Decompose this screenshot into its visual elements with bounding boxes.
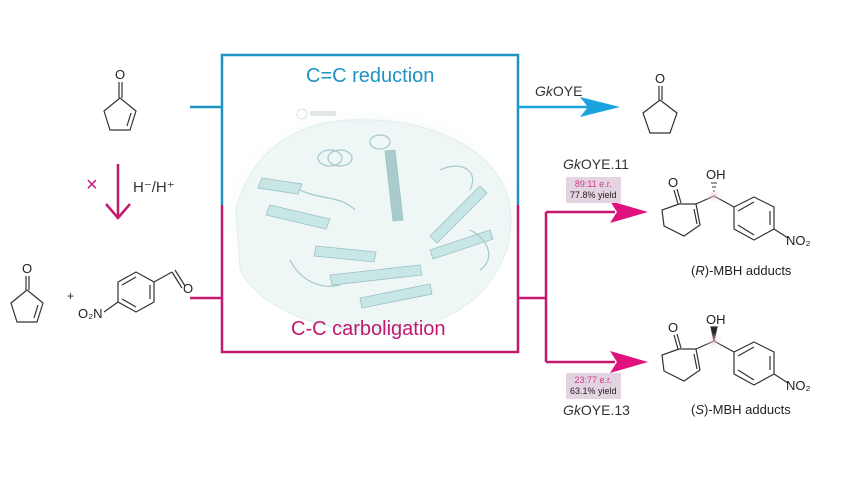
r-atom-oh: OH: [706, 167, 726, 182]
reduction-title: C=C reduction: [306, 65, 435, 87]
reduction-arrow: [518, 97, 620, 117]
nitro-label-aldehyde: O₂N: [78, 306, 103, 321]
stereocenter-highlight-s: [705, 332, 723, 350]
plus-sign: +: [67, 289, 75, 303]
r-nitro-label: NO₂: [786, 233, 811, 248]
cyclopentenone-top: [103, 82, 137, 131]
r-er-value: 89:11 e.r.: [574, 179, 612, 189]
r-atom-o: O: [668, 175, 679, 190]
blocked-hydride-arrow: [105, 164, 131, 220]
r-adduct-label: (R)-MBH adducts: [691, 263, 792, 278]
pathway-box: [190, 53, 520, 354]
cyclopentenone-bottom: [10, 276, 44, 323]
atom-o-cyclopentanone: O: [655, 71, 666, 86]
s-atom-o: O: [668, 320, 679, 335]
arrowhead-s: [610, 351, 648, 373]
cyclopentanone: [642, 86, 678, 134]
nitrobenzaldehyde: [103, 269, 186, 313]
hydride-label: H⁻/H⁺: [133, 179, 175, 196]
r-result-badge: 89:11 e.r. 77.8% yield: [566, 177, 621, 203]
s-atom-oh: OH: [706, 312, 726, 327]
enzyme-label-gkoye11: GkOYE.11: [563, 156, 629, 172]
atom-o-top-reactant: O: [115, 67, 126, 82]
cross-icon: ×: [86, 174, 98, 196]
carboligation-branch-arrows: [518, 201, 648, 373]
watermark-logo: [296, 108, 336, 120]
s-adduct-label: (S)-MBH adducts: [691, 402, 791, 417]
atom-o-aldehyde: O: [183, 281, 194, 296]
stereocenter-highlight-r: [705, 187, 723, 205]
r-yield-value: 77.8% yield: [570, 190, 617, 200]
s-result-badge: 23:77 e.r. 63.1% yield: [566, 373, 621, 399]
carboligation-title: C-C carboligation: [291, 318, 446, 340]
s-nitro-label: NO₂: [786, 378, 811, 393]
protein-structure-image: [222, 106, 522, 332]
s-adduct-structure: [661, 326, 789, 386]
s-yield-value: 63.1% yield: [570, 386, 617, 396]
atom-o-bottom-reactant: O: [22, 261, 33, 276]
enzyme-label-gkoye: GkOYE: [535, 83, 583, 99]
arrowhead-r: [610, 201, 648, 223]
r-adduct-structure: [661, 182, 789, 241]
s-er-value: 23:77 e.r.: [574, 375, 613, 385]
molecules: [10, 82, 789, 386]
enzyme-label-gkoye13: GkOYE.13: [563, 402, 630, 418]
